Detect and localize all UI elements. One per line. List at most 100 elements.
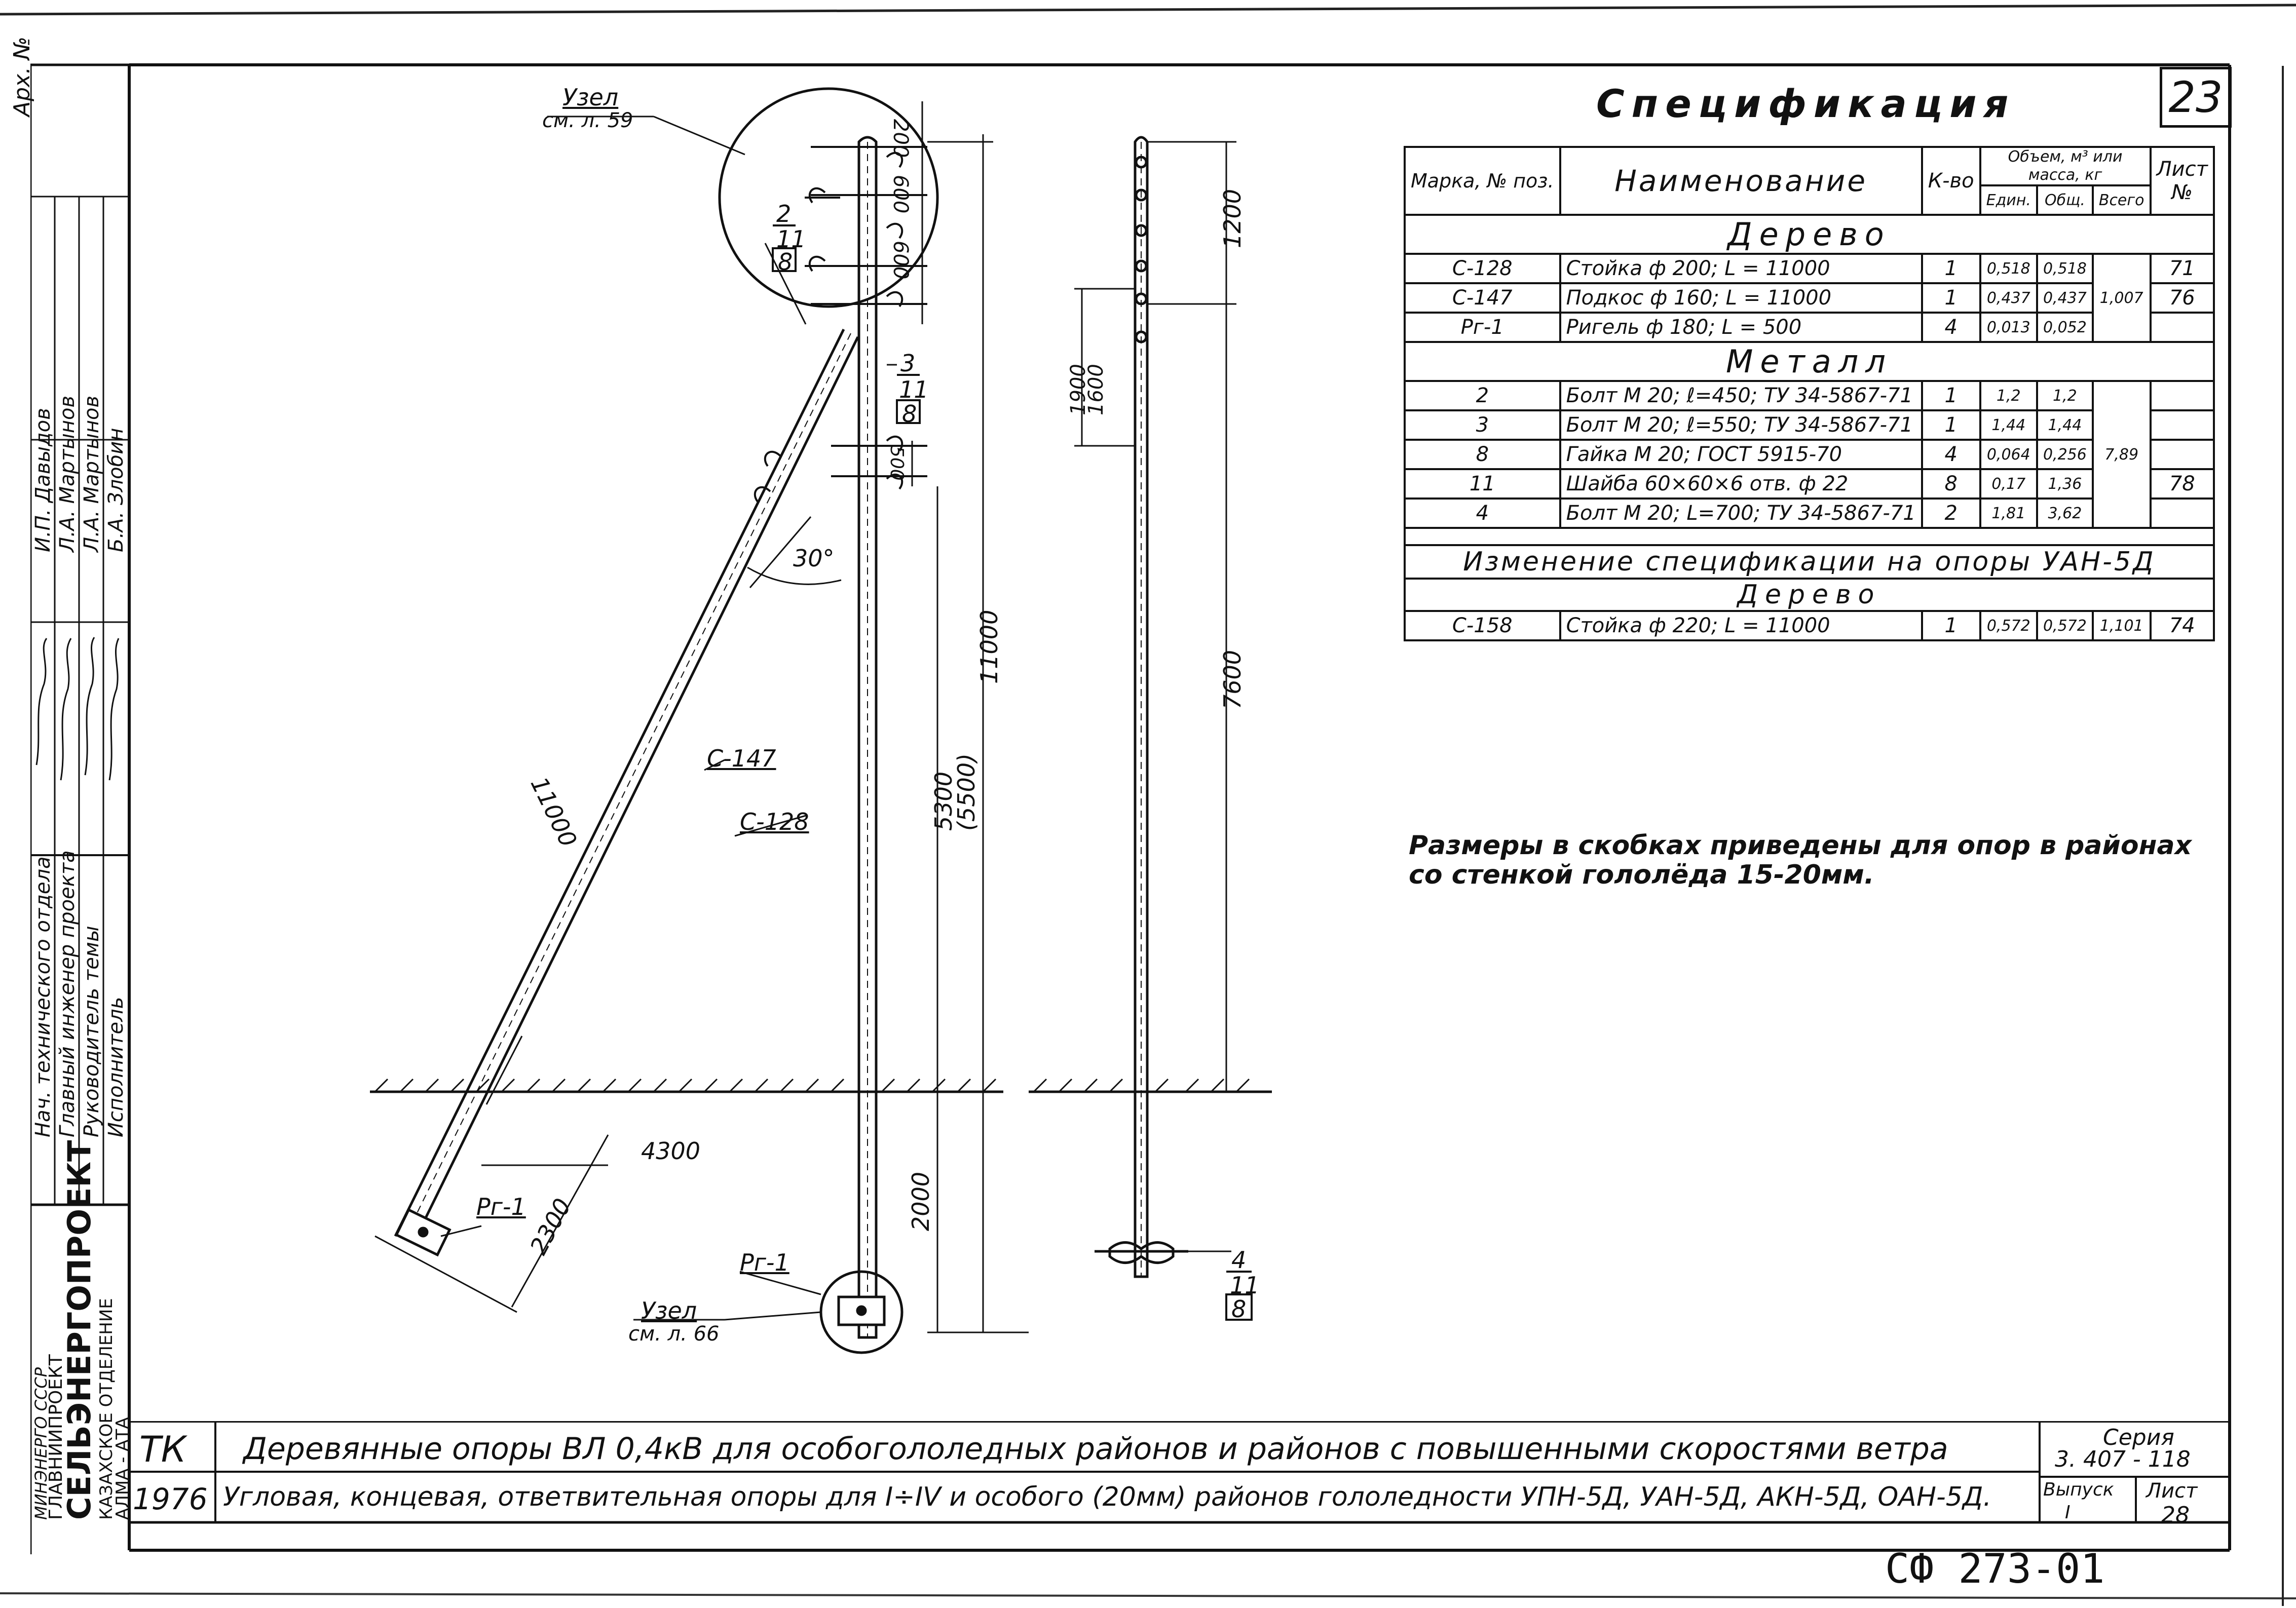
bottom-crossbar-brace xyxy=(394,1208,451,1257)
title-line-2: Угловая, концевая, ответвительная опоры … xyxy=(223,1482,1991,1512)
cell-unit: 0,013 xyxy=(1979,312,2038,343)
cell-common: 0,518 xyxy=(2036,253,2094,284)
table-row: Рг-1 Ригель ф 180; L = 500 4 0,013 0,052 xyxy=(1404,312,2215,343)
change-title: Изменение спецификации на опоры УАН-5Д xyxy=(1404,544,2215,580)
cell-total: 1,101 xyxy=(2091,610,2152,641)
cell-sheet xyxy=(2149,409,2215,441)
cell-name: Гайка М 20; ГОСТ 5915-70 xyxy=(1559,439,1923,470)
sheet-label: Лист xyxy=(2146,1479,2198,1503)
pos-label-8: 8 xyxy=(778,248,793,276)
table-row: С-158 Стойка ф 220; L = 11000 1 0,572 0,… xyxy=(1404,610,2215,641)
cell-unit: 0,17 xyxy=(1979,468,2038,500)
cell-unit: 1,2 xyxy=(1979,380,2038,411)
cell-sheet: 71 xyxy=(2149,253,2215,284)
cell-common: 1,36 xyxy=(2036,468,2094,500)
node-top-ref: см. л. 59 xyxy=(542,109,633,132)
cell-common: 1,44 xyxy=(2036,409,2094,441)
bottom-code: СФ 273-01 xyxy=(1885,1545,2105,1592)
cell-qty: 1 xyxy=(1921,282,1981,314)
pole-mark: С-128 xyxy=(740,808,809,835)
section-title-metal: Металл xyxy=(1404,341,2215,382)
cell-common: 1,2 xyxy=(2036,380,2094,411)
cell-name: Шайба 60×60×6 отв. ф 22 xyxy=(1559,468,1923,500)
change-section-title: Дерево xyxy=(1404,578,2215,612)
cell-mark: С-128 xyxy=(1404,253,1561,284)
dimension-lines-main xyxy=(374,101,1029,1333)
cell-mark: С-147 xyxy=(1404,282,1561,314)
cell-name: Стойка ф 200; L = 11000 xyxy=(1559,253,1923,284)
node-circle-bottom xyxy=(819,1270,904,1354)
title-line-1: Деревянные опоры ВЛ 0,4кВ для особоголол… xyxy=(243,1431,1948,1467)
sheet-value: 28 xyxy=(2161,1502,2190,1528)
pos-label-8b: 8 xyxy=(902,400,917,428)
angle-label: 30° xyxy=(793,545,835,572)
cell-qty: 4 xyxy=(1921,312,1981,343)
cell-unit: 0,518 xyxy=(1979,253,2038,284)
cell-unit: 0,064 xyxy=(1979,439,2038,470)
table-row: 8 Гайка М 20; ГОСТ 5915-70 4 0,064 0,256 xyxy=(1404,439,2215,470)
cell-total: 7,89 xyxy=(2091,380,2152,529)
dim-2000: 2000 xyxy=(907,1171,934,1231)
header-qty: К-во xyxy=(1921,146,1981,216)
cell-sheet: 78 xyxy=(2149,468,2215,500)
insulators-main xyxy=(754,146,927,503)
cell-name: Стойка ф 220; L = 11000 xyxy=(1559,610,1923,641)
cell-name: Ригель ф 180; L = 500 xyxy=(1559,312,1923,343)
side-view-pole xyxy=(1095,136,1188,1278)
dim-1200: 1200 xyxy=(1219,188,1246,248)
header-total: Всего xyxy=(2091,184,2152,216)
dim-600a: 600 xyxy=(889,175,912,214)
cell-name: Подкос ф 160; L = 11000 xyxy=(1559,282,1923,314)
cell-mark: 2 xyxy=(1404,380,1561,411)
cell-total: 1,007 xyxy=(2091,253,2152,343)
dim-11000-pole: 11000 xyxy=(975,609,1003,684)
table-row: 4 Болт М 20; L=700; ТУ 34-5867-71 2 1,81… xyxy=(1404,497,2215,529)
cell-common: 0,052 xyxy=(2036,312,2094,343)
cell-name: Болт М 20; ℓ=450; ТУ 34-5867-71 xyxy=(1559,380,1923,411)
crossbar-mark-1: Рг-1 xyxy=(476,1193,526,1220)
side-stamp xyxy=(30,65,129,1554)
pos-label-3: 3 xyxy=(900,350,916,377)
pos-label-11: 11 xyxy=(776,225,806,253)
spacer-row xyxy=(1404,527,2215,546)
cell-sheet xyxy=(2149,497,2215,529)
header-unit: Един. xyxy=(1979,184,2038,216)
node-circle-top xyxy=(718,87,939,308)
cell-mark: С-158 xyxy=(1404,610,1561,641)
note-line-1: Размеры в скобках приведены для опор в р… xyxy=(1409,830,2192,861)
cell-qty: 8 xyxy=(1921,468,1981,500)
cell-unit: 0,437 xyxy=(1979,282,2038,314)
cell-sheet xyxy=(2149,312,2215,343)
cell-common: 0,256 xyxy=(2036,439,2094,470)
cell-mark: 4 xyxy=(1404,497,1561,529)
series-label: Серия xyxy=(2103,1425,2174,1450)
cell-mark: 8 xyxy=(1404,439,1561,470)
section-title-wood: Дерево xyxy=(1404,214,2215,255)
title-tk: ТК xyxy=(139,1429,186,1470)
brace-mark: С-147 xyxy=(707,745,776,772)
signature-marks xyxy=(35,637,120,781)
title-block-frame xyxy=(129,1421,2230,1524)
pos-boxes xyxy=(772,224,1253,1321)
cell-qty: 1 xyxy=(1921,409,1981,441)
header-name: Наименование xyxy=(1559,146,1923,216)
dim-200: 200 xyxy=(889,119,912,158)
node-bottom-label: Узел xyxy=(641,1297,697,1324)
table-row: С-128 Стойка ф 200; L = 11000 1 0,518 0,… xyxy=(1404,253,2215,343)
cell-common: 3,62 xyxy=(2036,497,2094,529)
pos-label-11c: 11 xyxy=(1230,1272,1260,1299)
table-row: 3 Болт М 20; ℓ=550; ТУ 34-5867-71 1 1,44… xyxy=(1404,409,2215,441)
title-year: 1976 xyxy=(133,1482,208,1516)
note-line-2: со стенкой гололёда 15-20мм. xyxy=(1409,860,1874,890)
cell-qty: 4 xyxy=(1921,439,1981,470)
cell-unit: 1,81 xyxy=(1979,497,2038,529)
crossbar-mark-2: Рг-1 xyxy=(740,1249,789,1276)
cell-mark: Рг-1 xyxy=(1404,312,1561,343)
cell-sheet xyxy=(2149,380,2215,411)
pos-label-4: 4 xyxy=(1231,1246,1247,1274)
cell-name: Болт М 20; ℓ=550; ТУ 34-5867-71 xyxy=(1559,409,1923,441)
cell-qty: 2 xyxy=(1921,497,1981,529)
cell-sheet: 74 xyxy=(2149,610,2215,641)
cell-sheet: 76 xyxy=(2149,282,2215,314)
cell-unit: 1,44 xyxy=(1979,409,2038,441)
